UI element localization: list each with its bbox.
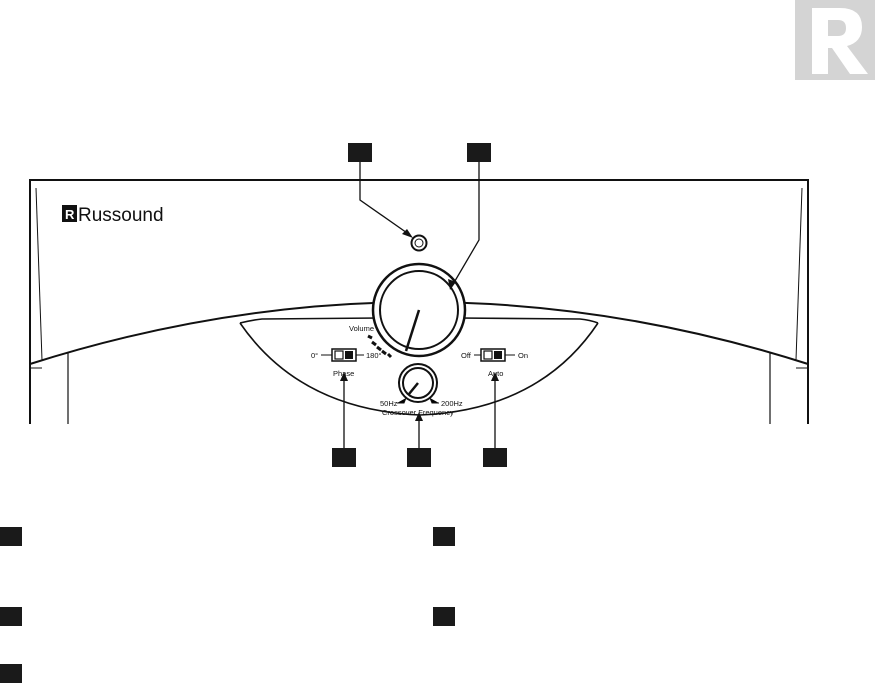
- crossover-knob[interactable]: [398, 363, 438, 403]
- callout-box-crossover: [407, 448, 431, 467]
- crossover-min-label: 50Hz: [380, 399, 398, 408]
- callout-box-auto: [483, 448, 507, 467]
- phase-right-label: 180°: [366, 351, 382, 360]
- brand-logo-letter: R: [65, 207, 75, 222]
- volume-label: Volume: [349, 324, 374, 333]
- crossover-max-label: 200Hz: [441, 399, 463, 408]
- callout-box-volume: [467, 143, 491, 162]
- crossover-caption: Crossover Frequency: [382, 408, 454, 417]
- auto-right-label: On: [518, 351, 528, 360]
- phase-switch[interactable]: [321, 348, 364, 362]
- volume-knob[interactable]: [371, 262, 467, 358]
- legend-item: [433, 607, 455, 626]
- volume-scale: [367, 334, 393, 359]
- brand-name: Russound: [78, 205, 164, 226]
- auto-switch[interactable]: [474, 348, 515, 362]
- crossover-scale-marks: [397, 397, 439, 404]
- brand-logo: R Russound: [62, 205, 164, 226]
- callout-box-phase: [332, 448, 356, 467]
- legend-item: [0, 607, 22, 626]
- legend-item: [433, 527, 455, 546]
- legend-item: [0, 527, 22, 546]
- auto-left-label: Off: [461, 351, 472, 360]
- callout-arrowheads: [340, 229, 499, 421]
- power-led: [410, 234, 428, 252]
- phase-left-label: 0°: [311, 351, 318, 360]
- corner-logo: [795, 0, 875, 80]
- callout-box-led: [348, 143, 372, 162]
- callout-leaders: [343, 162, 496, 448]
- legend: [0, 527, 455, 683]
- auto-caption: Auto: [488, 369, 503, 378]
- legend-item: [0, 664, 22, 683]
